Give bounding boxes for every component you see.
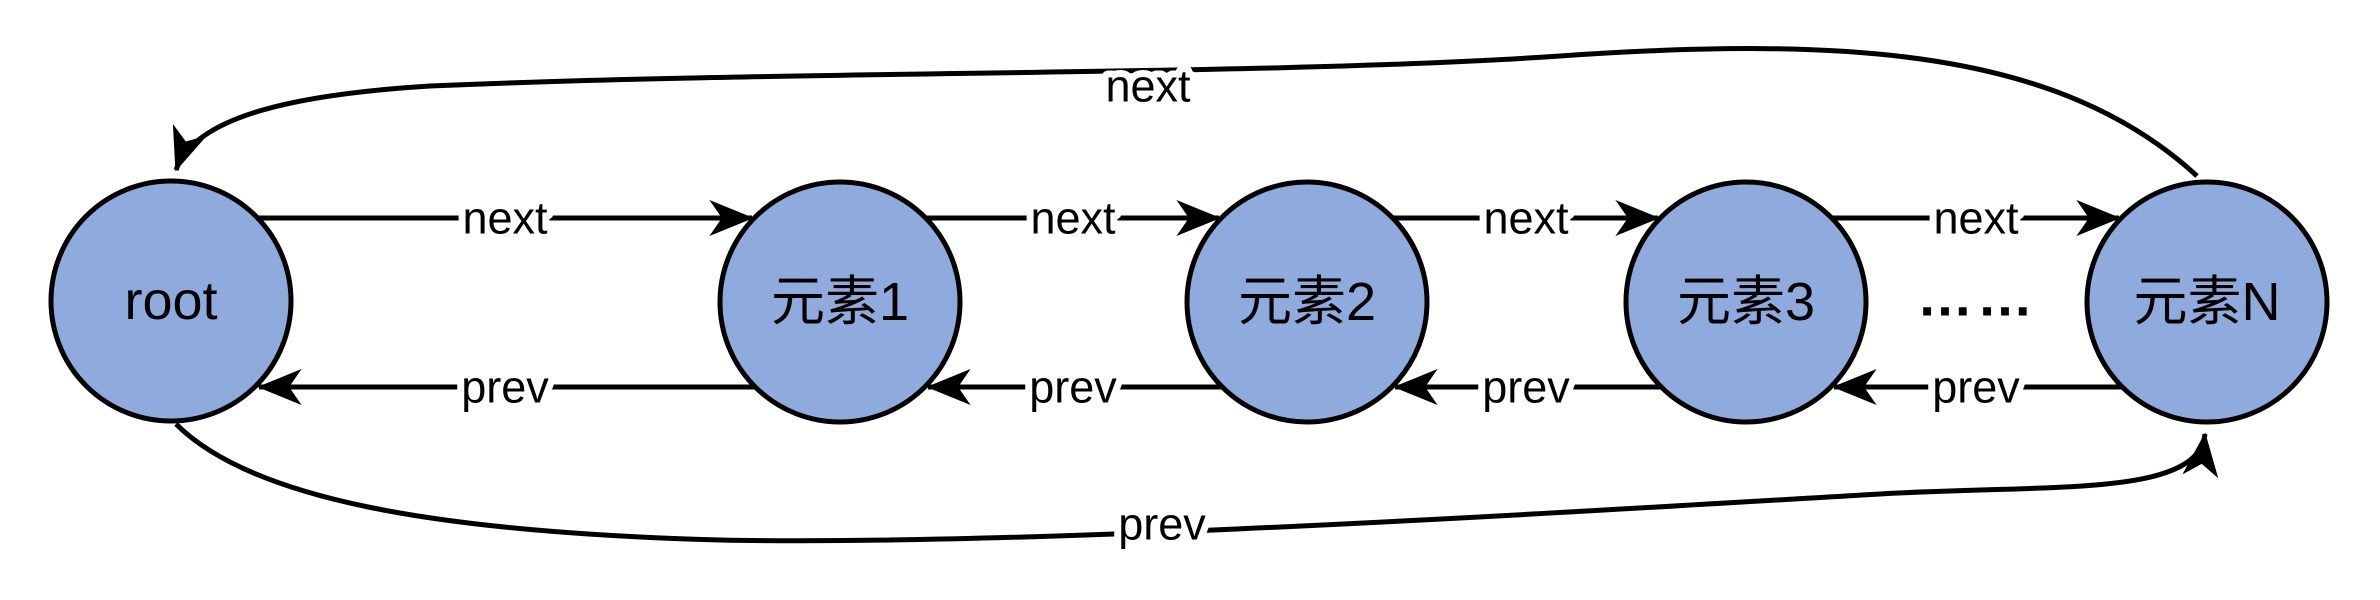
node-circle-el2 xyxy=(1184,179,1430,425)
prev-cycle-edge-root-to-elN xyxy=(174,422,2219,544)
nodes-layer: root 元素1 元素2 元素3 元素N xyxy=(48,178,2330,425)
next-cycle-edge-label: next xyxy=(1105,61,1191,112)
prev-edge-label: prev xyxy=(1932,362,2020,413)
prev-edge-label: prev xyxy=(461,362,549,413)
node-root: root xyxy=(48,178,294,424)
node-circle-el1 xyxy=(717,179,963,425)
node-label-el1: 元素1 xyxy=(771,272,909,332)
prev-cycle-edge-label: prev xyxy=(1118,499,1206,550)
next-edge-label: next xyxy=(462,193,548,244)
ellipsis-label: …… xyxy=(1917,265,2037,328)
node-circle-elN xyxy=(2084,179,2330,425)
node-label-elN: 元素N xyxy=(2134,272,2281,332)
edges-layer xyxy=(172,46,2219,544)
next-edge-label: next xyxy=(1933,193,2019,244)
prev-edge-label: prev xyxy=(1029,362,1117,413)
prev-edge-label: prev xyxy=(1482,362,1570,413)
next-edge-label: next xyxy=(1030,193,1116,244)
next-cycle-edge-elN-to-root xyxy=(172,46,2199,178)
node-elN: 元素N xyxy=(2084,179,2330,425)
labels-layer: next next next next prev prev prev prev next prev… xyxy=(454,54,2037,557)
node-el1: 元素1 xyxy=(717,179,963,425)
node-circle-el3 xyxy=(1623,179,1869,425)
node-circle-root xyxy=(48,178,294,424)
node-label-el2: 元素2 xyxy=(1238,272,1376,332)
node-el2: 元素2 xyxy=(1184,179,1430,425)
node-label-root: root xyxy=(124,271,217,331)
next-edge-label: next xyxy=(1483,193,1569,244)
node-label-el3: 元素3 xyxy=(1677,272,1815,332)
node-el3: 元素3 xyxy=(1623,179,1869,425)
